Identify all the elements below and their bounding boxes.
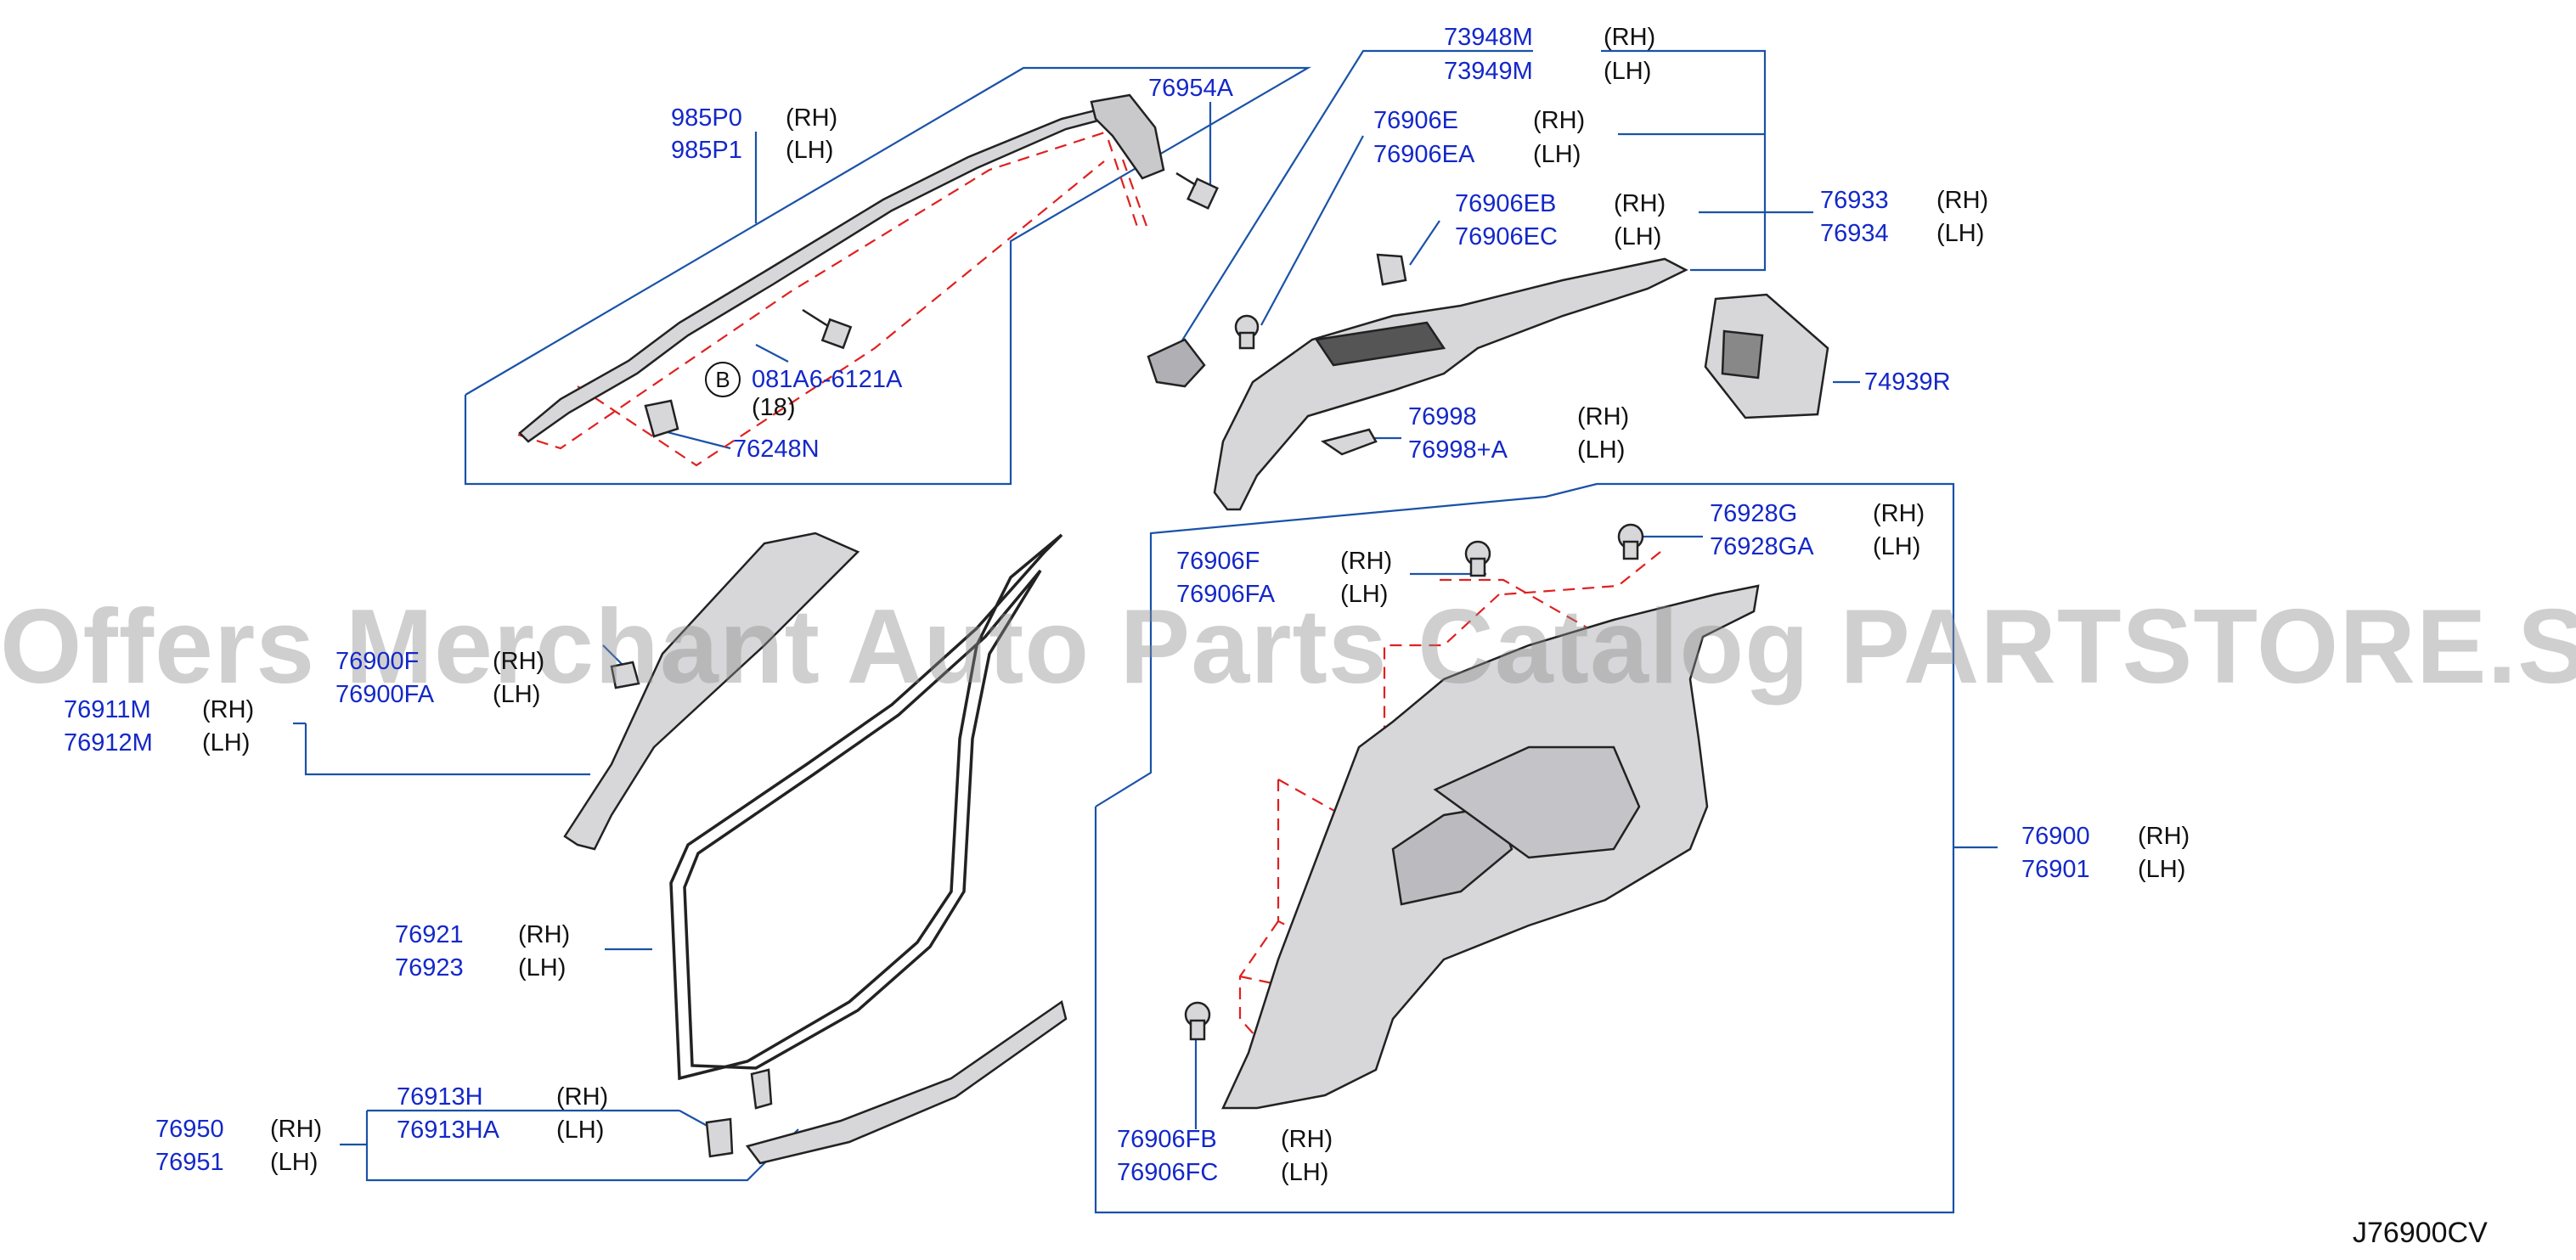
side-76906ec: (LH)	[1614, 223, 1662, 250]
bolt-081a6-icon	[802, 308, 853, 350]
label-76900[interactable]: 76900	[2021, 823, 2090, 850]
side-76906fa: (LH)	[1340, 581, 1389, 608]
clip-76900f-icon	[610, 661, 640, 689]
label-76934[interactable]: 76934	[1820, 220, 1889, 247]
label-76998[interactable]: 76998	[1408, 403, 1477, 430]
label-76906eb[interactable]: 76906EB	[1455, 190, 1557, 217]
clip-76906eb-icon	[1376, 253, 1407, 286]
label-73948m[interactable]: 73948M	[1444, 24, 1533, 51]
side-985p1: (LH)	[786, 137, 834, 164]
door-weatherstrip	[669, 533, 1063, 1081]
side-76998a: (LH)	[1577, 436, 1626, 464]
label-76913ha[interactable]: 76913HA	[397, 1117, 499, 1144]
side-73949m: (LH)	[1604, 58, 1652, 85]
clip-76928g-icon	[1617, 523, 1644, 560]
side-76900: (RH)	[2138, 823, 2190, 850]
label-76912m[interactable]: 76912M	[64, 729, 153, 757]
clip-76906f-icon	[1464, 540, 1491, 577]
side-76928g: (RH)	[1873, 500, 1925, 527]
label-76911m[interactable]: 76911M	[64, 696, 151, 723]
label-76998a[interactable]: 76998+A	[1408, 436, 1508, 464]
side-76951: (LH)	[270, 1149, 318, 1176]
airbag-curtain	[518, 93, 1165, 443]
label-76248n[interactable]: 76248N	[733, 436, 820, 463]
b-pillar-trim	[563, 532, 860, 851]
label-76900fa[interactable]: 76900FA	[335, 681, 435, 708]
label-76928g[interactable]: 76928G	[1710, 500, 1798, 527]
clip-76906fb-icon	[1184, 1001, 1211, 1041]
quarter-trim-panel	[1221, 584, 1760, 1110]
watermark: Offers Merchant Auto Parts Catalog PARTS…	[0, 588, 2576, 706]
label-76913h[interactable]: 76913H	[397, 1083, 483, 1111]
side-76906eb: (RH)	[1614, 190, 1666, 217]
side-76906fb: (RH)	[1281, 1126, 1333, 1153]
label-76906fa[interactable]: 76906FA	[1176, 581, 1276, 608]
side-76906ea: (LH)	[1533, 141, 1581, 168]
trim-cover-74939r	[1704, 293, 1829, 419]
label-76906f[interactable]: 76906F	[1176, 548, 1260, 575]
marker-b: B	[705, 362, 741, 397]
label-76906ec[interactable]: 76906EC	[1455, 223, 1558, 250]
label-081a6[interactable]: 081A6-6121A	[752, 366, 903, 393]
side-76906f: (RH)	[1340, 548, 1393, 575]
label-985p0[interactable]: 985P0	[671, 104, 742, 132]
side-76913h: (RH)	[556, 1083, 609, 1111]
rear-pillar-trim	[1213, 257, 1688, 511]
vent-grille	[1147, 338, 1206, 388]
label-76921[interactable]: 76921	[395, 921, 464, 948]
label-76906fb[interactable]: 76906FB	[1117, 1126, 1217, 1153]
label-76900f[interactable]: 76900F	[335, 648, 420, 675]
side-76912m: (LH)	[202, 729, 251, 757]
side-76934: (LH)	[1936, 220, 1985, 247]
label-76928ga[interactable]: 76928GA	[1710, 533, 1814, 560]
side-76913ha: (LH)	[556, 1117, 605, 1144]
side-985p0: (RH)	[786, 104, 838, 132]
side-76921: (RH)	[518, 921, 571, 948]
label-76906ea[interactable]: 76906EA	[1373, 141, 1475, 168]
label-76954a[interactable]: 76954A	[1148, 75, 1233, 102]
side-76950: (RH)	[270, 1116, 323, 1143]
side-76906fc: (LH)	[1281, 1159, 1329, 1186]
clip-76913h-icon	[705, 1117, 734, 1158]
side-73948m: (RH)	[1604, 24, 1656, 51]
label-985p1[interactable]: 985P1	[671, 137, 742, 164]
bolt-76954a-icon	[1175, 172, 1219, 210]
side-76906e: (RH)	[1533, 107, 1586, 134]
side-76923: (LH)	[518, 954, 566, 982]
side-76928ga: (LH)	[1873, 533, 1921, 560]
label-76950[interactable]: 76950	[155, 1116, 224, 1143]
diagram-code: J76900CV	[2353, 1217, 2488, 1249]
side-76900f: (RH)	[493, 648, 545, 675]
label-76933[interactable]: 76933	[1820, 187, 1889, 214]
label-73949m[interactable]: 73949M	[1444, 58, 1533, 85]
label-76951[interactable]: 76951	[155, 1149, 224, 1176]
qty-081a6: (18)	[752, 394, 796, 421]
clip-76998-icon	[1321, 428, 1378, 456]
side-76900fa: (LH)	[493, 681, 541, 708]
side-76911m: (RH)	[202, 696, 255, 723]
side-76933: (RH)	[1936, 187, 1989, 214]
side-76998: (RH)	[1577, 403, 1630, 430]
kicking-plate	[745, 999, 1068, 1165]
label-76906e[interactable]: 76906E	[1373, 107, 1458, 134]
label-76923[interactable]: 76923	[395, 954, 464, 982]
side-76901: (LH)	[2138, 856, 2186, 883]
clip-76906e-icon	[1234, 314, 1260, 350]
clip-76248n-icon	[644, 399, 679, 438]
label-76906fc[interactable]: 76906FC	[1117, 1159, 1219, 1186]
label-74939r[interactable]: 74939R	[1864, 368, 1951, 396]
label-76901[interactable]: 76901	[2021, 856, 2090, 883]
